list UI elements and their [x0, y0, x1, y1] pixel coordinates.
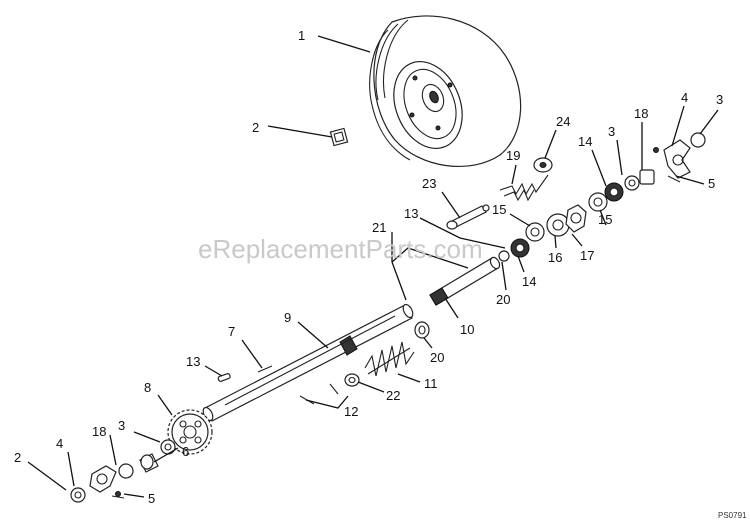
callout-16: 16 [548, 250, 562, 265]
callout-13: 13 [404, 206, 418, 221]
callout-15: 15 [492, 202, 506, 217]
callout-2: 2 [252, 120, 259, 135]
square-nut [329, 127, 349, 147]
callout-15: 15 [598, 212, 612, 227]
callout-24: 24 [556, 114, 570, 129]
watermark: eReplacementParts.com [198, 234, 483, 264]
callout-19: 19 [506, 148, 520, 163]
left-hardware-stack [70, 439, 176, 503]
axle-shaft [202, 303, 414, 422]
callout-5: 5 [708, 176, 715, 191]
spring-clip [344, 373, 360, 387]
key-pin [257, 365, 273, 373]
cotter-pins [299, 383, 339, 405]
bushing [533, 157, 553, 173]
callout-6: 6 [182, 444, 189, 459]
callout-9: 9 [284, 310, 291, 325]
tire-wheel-assembly [369, 15, 522, 167]
right-hardware-stack [525, 132, 706, 242]
callout-4: 4 [681, 90, 688, 105]
callout-14: 14 [578, 134, 592, 149]
callout-3: 3 [608, 124, 615, 139]
callout-2: 2 [14, 450, 21, 465]
callout-22: 22 [386, 388, 400, 403]
tube-shaft [429, 256, 501, 306]
callout-3: 3 [118, 418, 125, 433]
callout-17: 17 [580, 248, 594, 263]
callout-4: 4 [56, 436, 63, 451]
callout-20: 20 [496, 292, 510, 307]
pin [446, 204, 490, 230]
callout-3: 3 [716, 92, 723, 107]
callout-14: 14 [522, 274, 536, 289]
callout-5: 5 [148, 491, 155, 506]
callout-20: 20 [430, 350, 444, 365]
torsion-spring [499, 174, 549, 202]
callout-labels: 1 2 24 19 18 4 3 3 14 5 23 15 15 13 17 1… [14, 28, 723, 506]
bushing-lower [414, 321, 430, 339]
compression-spring [364, 341, 415, 377]
callout-12: 12 [344, 404, 358, 419]
callout-21: 21 [372, 220, 386, 235]
callout-18: 18 [92, 424, 106, 439]
callout-23: 23 [422, 176, 436, 191]
callout-13: 13 [186, 354, 200, 369]
roll-pin [217, 373, 231, 382]
figure-code: PS0791 [718, 511, 747, 520]
leader-lines [27, 35, 719, 498]
callout-1: 1 [298, 28, 305, 43]
callout-10: 10 [460, 322, 474, 337]
callout-7: 7 [228, 324, 235, 339]
callout-18: 18 [634, 106, 648, 121]
gear [167, 409, 213, 455]
callout-8: 8 [144, 380, 151, 395]
bearing [498, 238, 530, 262]
callout-11: 11 [424, 376, 438, 391]
